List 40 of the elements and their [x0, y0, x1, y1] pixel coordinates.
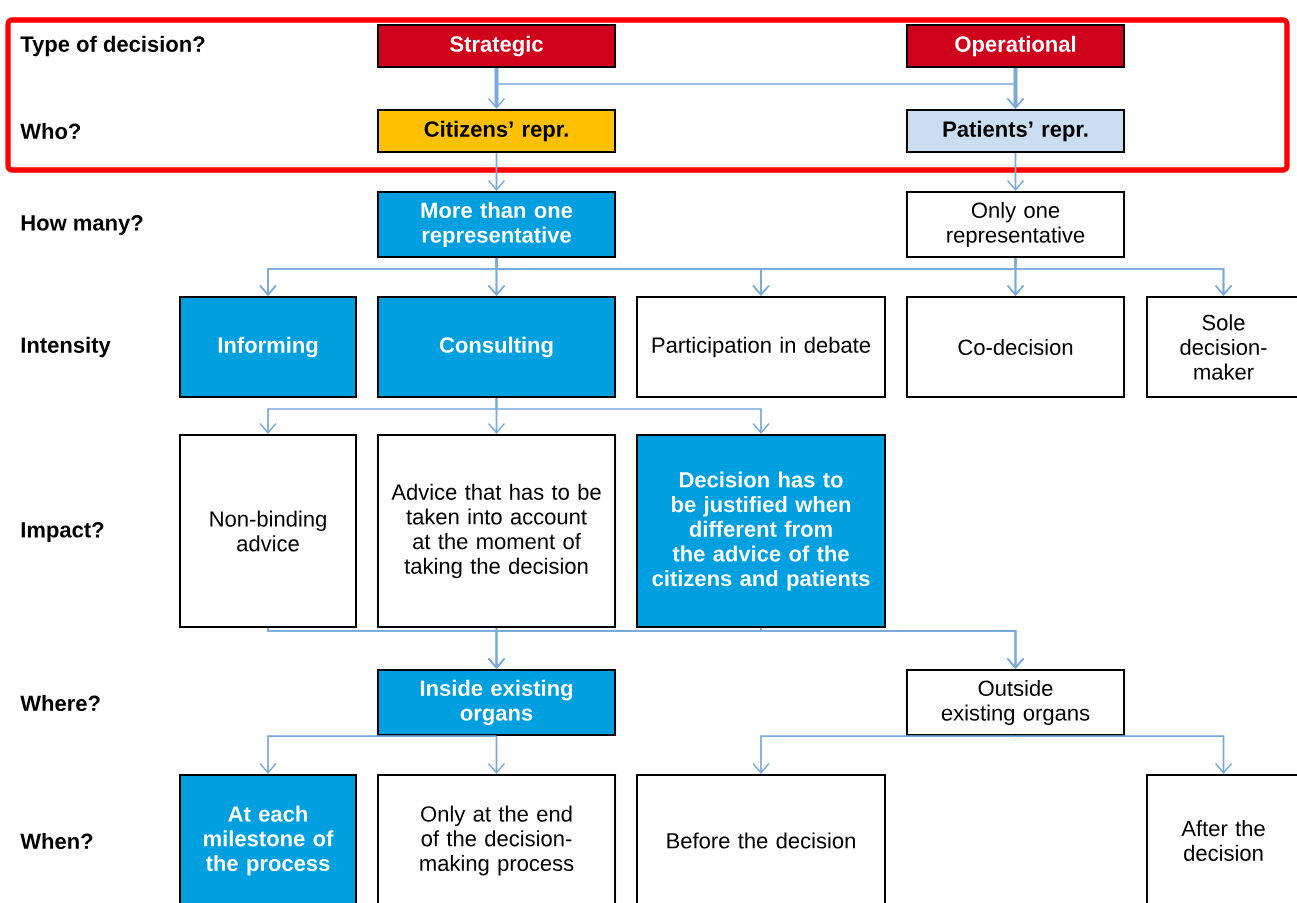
row-label: Impact? [21, 522, 104, 542]
arrow [495, 397, 770, 434]
option-box: Before the decision [636, 774, 886, 903]
arrow [487, 68, 506, 109]
row-label: Type of decision? [20, 35, 205, 57]
arrow [487, 152, 506, 191]
option-box: Only at the end of the decision-making process [376, 774, 617, 903]
option-box: Patients’ repr. [905, 109, 1126, 153]
option-box: Non-binding advice [179, 434, 357, 628]
arrow [487, 627, 762, 669]
row-label: Where? [20, 694, 100, 712]
arrow [495, 67, 1025, 109]
option-box: Consulting [376, 296, 617, 398]
option-box: Informing [179, 296, 357, 398]
arrow [1014, 735, 1233, 775]
arrow [259, 735, 498, 775]
option-box: Sole decision-maker [1145, 296, 1297, 398]
arrow [752, 735, 1017, 775]
arrow [1014, 257, 1233, 296]
option-box: Only one representative [905, 190, 1126, 259]
row-label: Intensity [21, 336, 111, 358]
option-box: Co-decision [905, 296, 1126, 398]
option-box: Strategic [376, 24, 617, 68]
option-box: Participation in debate [636, 296, 886, 398]
arrow [1006, 152, 1025, 191]
arrow [760, 627, 1025, 669]
option-box: Citizens’ repr. [376, 109, 617, 153]
arrow [487, 735, 506, 775]
row-label: Who? [20, 122, 81, 140]
option-box: Operational [905, 24, 1126, 68]
option-box: Outside existing organs [905, 668, 1126, 737]
option-box: After the decision [1145, 774, 1297, 903]
option-box: At each milestone of the process [179, 774, 357, 903]
option-box: Decision has to be justified when different from the advice of the citizens and patients [636, 434, 886, 628]
option-box: Advice that has to be taken into account at the moment of taking the decision [376, 434, 617, 628]
highlight-frame [5, 17, 1290, 173]
option-box: Inside existing organs [376, 668, 617, 737]
row-label: When? [20, 832, 93, 850]
option-box: More than one representative [376, 190, 617, 259]
row-label: How many? [21, 215, 143, 235]
